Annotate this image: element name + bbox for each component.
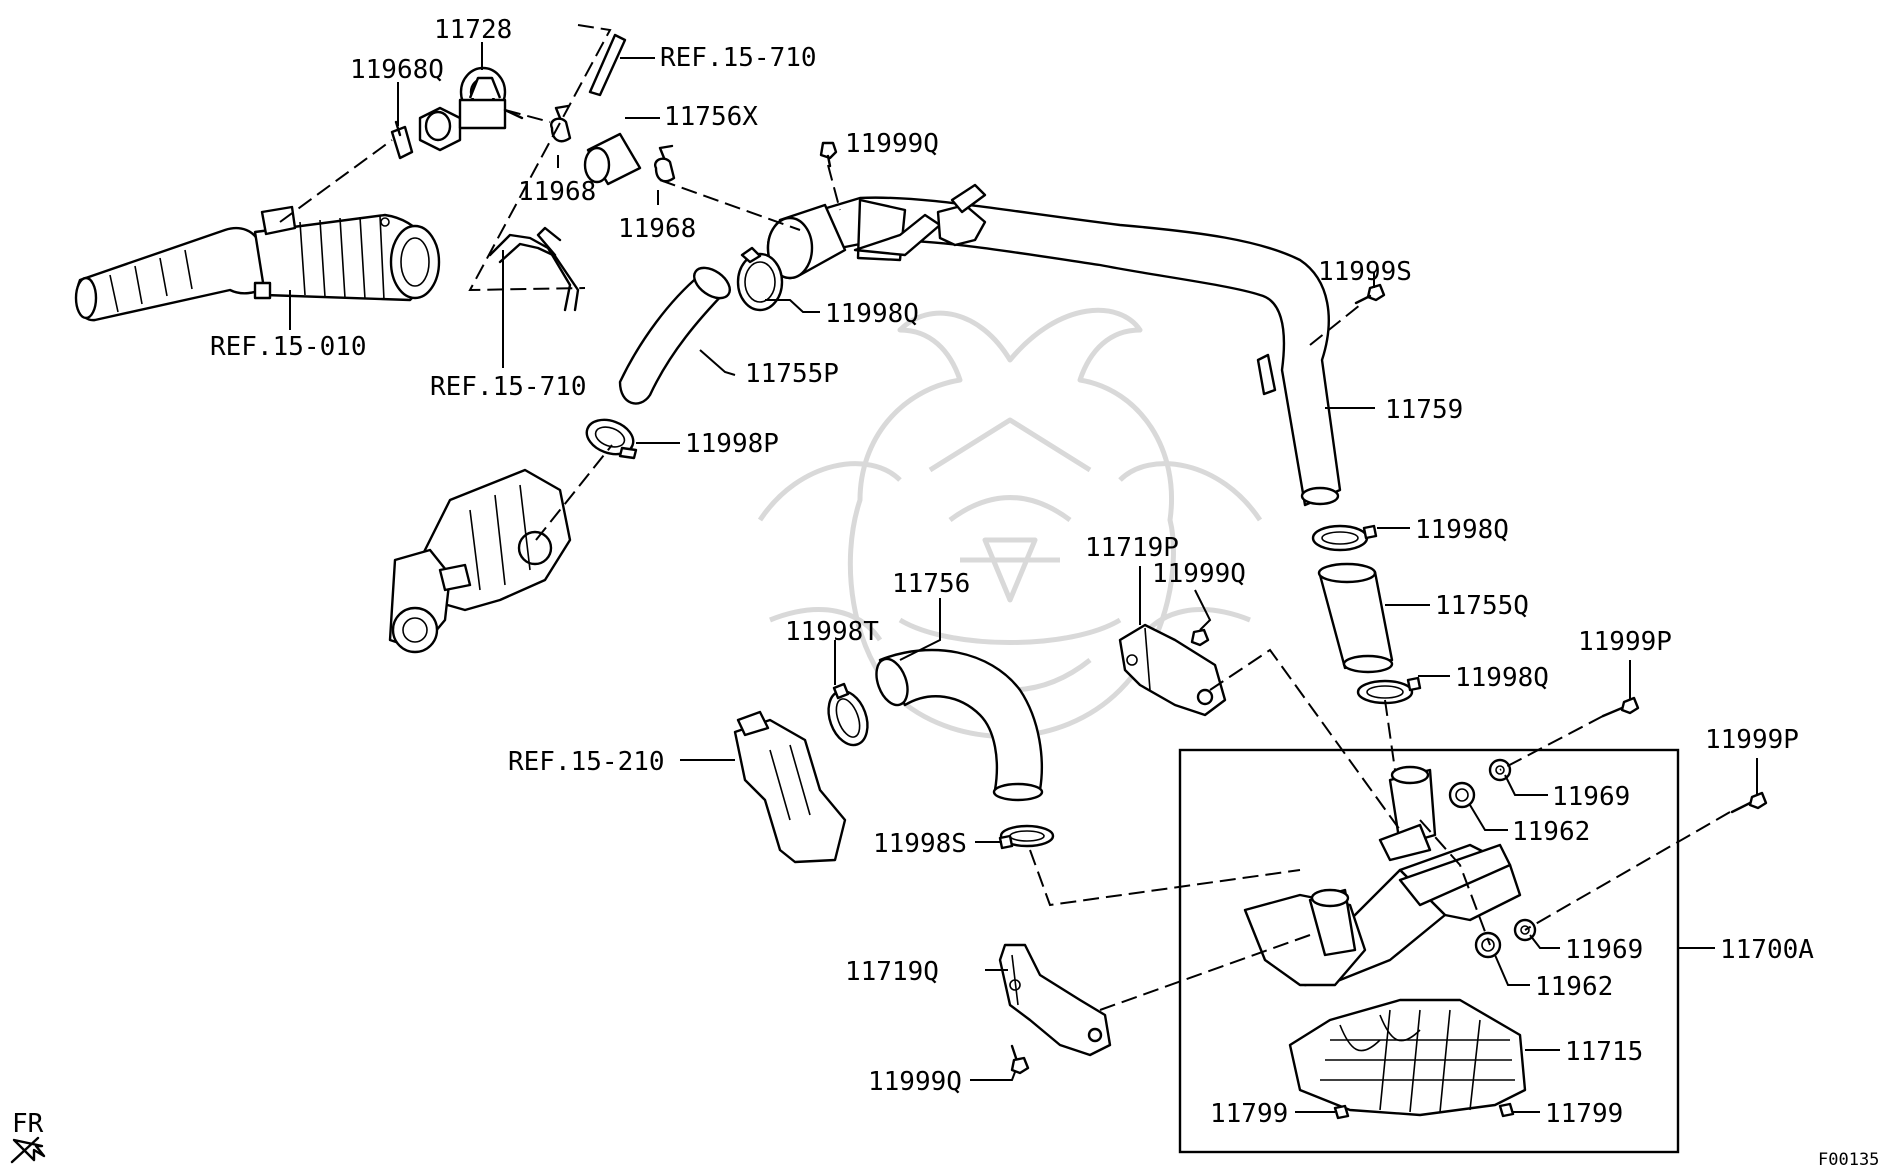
screw-11799-a <box>1333 1104 1350 1120</box>
front-direction-arrow <box>10 1136 46 1164</box>
intercooler-pipe-11759 <box>766 183 1342 507</box>
clamp-11998S <box>998 824 1055 850</box>
label-11756X: 11756X <box>664 102 758 132</box>
bracket-11719P <box>1118 623 1227 717</box>
label-11999Q-low: 11999Q <box>868 1067 962 1097</box>
label-11968-a: 11968 <box>518 177 596 207</box>
label-11756: 11756 <box>892 569 970 599</box>
diagram-code: F00135 <box>1818 1150 1879 1170</box>
label-ref-15-710-top: REF.15-710 <box>660 43 817 73</box>
clamp-11998Q-low <box>1356 676 1422 705</box>
label-11999P-b: 11999P <box>1705 725 1799 755</box>
hose-11755Q <box>1317 562 1394 674</box>
label-11968Q: 11968Q <box>350 55 444 85</box>
assembly-box-11700A <box>1178 748 1680 1154</box>
bolt-11999P-b <box>1730 791 1768 814</box>
turbocharger <box>388 468 572 654</box>
label-11969-b: 11969 <box>1565 935 1643 965</box>
grommet-11962-a <box>1448 781 1476 809</box>
part-labels: 11728 11968Q REF.15-710 11756X 11999Q 11… <box>12 15 1879 1170</box>
intercooler-cover-11715 <box>1288 998 1527 1117</box>
label-11962-a: 11962 <box>1512 817 1590 847</box>
label-11999S: 11999S <box>1318 257 1412 287</box>
connection-lines <box>279 24 1731 1011</box>
label-11999Q-mid: 11999Q <box>1152 559 1246 589</box>
label-11799-a: 11799 <box>1210 1099 1288 1129</box>
bolt-11999Q-top <box>819 141 838 168</box>
label-11968-b: 11968 <box>618 214 696 244</box>
label-11999P-a: 11999P <box>1578 627 1672 657</box>
label-11755Q: 11755Q <box>1435 591 1529 621</box>
bolt-11999Q-mid <box>1190 628 1210 647</box>
label-11755P: 11755P <box>745 359 839 389</box>
clamp-11998Q-mid <box>1311 524 1378 552</box>
label-11998Q-top: 11998Q <box>825 299 919 329</box>
label-11998T: 11998T <box>785 617 879 647</box>
label-11719P: 11719P <box>1085 533 1179 563</box>
bolt-11999P-a <box>1601 696 1640 718</box>
label-11728: 11728 <box>434 15 512 45</box>
label-11998P: 11998P <box>685 429 779 459</box>
label-11715: 11715 <box>1565 1037 1643 1067</box>
label-ref-15-710-mid: REF.15-710 <box>430 372 587 402</box>
hose-11756 <box>875 648 1044 802</box>
label-11998Q-low: 11998Q <box>1455 663 1549 693</box>
label-11700A: 11700A <box>1720 935 1814 965</box>
clamp-11998P <box>585 418 638 460</box>
label-11799-b: 11799 <box>1545 1099 1623 1129</box>
label-ref-15-010: REF.15-010 <box>210 332 367 362</box>
intercooler-core <box>1243 765 1522 987</box>
label-11998Q-mid: 11998Q <box>1415 515 1509 545</box>
label-fr: FR <box>12 1109 44 1139</box>
label-11719Q: 11719Q <box>845 957 939 987</box>
label-11998S: 11998S <box>873 829 967 859</box>
grommet-11962-b <box>1474 931 1502 959</box>
clamp-11998T <box>827 682 869 747</box>
label-ref-15-210: REF.15-210 <box>508 747 665 777</box>
bolt-11999S <box>1354 283 1386 305</box>
clamp-11998Q-top <box>736 246 784 312</box>
intake-part-15-210 <box>733 710 847 864</box>
leader-lines <box>289 42 1758 1113</box>
bolt-11999Q-low <box>1010 1044 1030 1075</box>
bracket-11719Q <box>998 943 1112 1057</box>
small-hose-11756X <box>550 104 676 186</box>
air-intake-hose <box>74 205 441 322</box>
label-11999Q-top: 11999Q <box>845 129 939 159</box>
label-11759: 11759 <box>1385 395 1463 425</box>
screw-11799-b <box>1498 1102 1515 1118</box>
label-11962-b: 11962 <box>1535 972 1613 1002</box>
hose-11755P <box>618 266 731 405</box>
label-11969-a: 11969 <box>1552 782 1630 812</box>
